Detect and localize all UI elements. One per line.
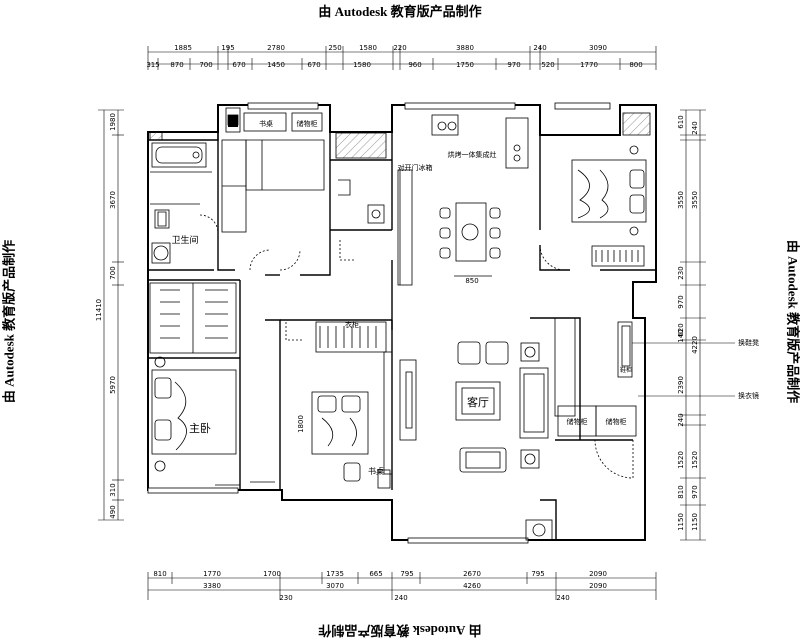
study	[222, 108, 324, 270]
dim-left-1: 1980	[109, 113, 117, 131]
dim-bot-1-7: 2670	[463, 570, 481, 578]
second-bedroom	[286, 322, 392, 488]
living-room	[400, 318, 632, 540]
dim-left-outer: 11410	[95, 299, 103, 321]
table-width-label: 850	[465, 277, 478, 285]
dim-bot-1-6: 795	[400, 570, 413, 578]
dim-top-2-3: 700	[199, 61, 212, 69]
dim-right-14: 1150	[677, 513, 685, 531]
dim-top-2-4: 670	[232, 61, 245, 69]
dim-top-2-2: 870	[170, 61, 183, 69]
dim-top-2-6: 670	[307, 61, 320, 69]
small-bathroom	[338, 170, 412, 285]
dim-right-8: 4220	[691, 336, 699, 354]
dim-right-2: 240	[691, 121, 699, 134]
dim-top-1-1: 1885	[174, 44, 192, 52]
dim-bot-3-2: 240	[394, 594, 407, 602]
dimension-bottom-labels: 810 1770 1700 1735 665 795 2670 795 2090…	[153, 570, 607, 602]
shoe-bench-annotation: 换鞋凳	[738, 338, 759, 347]
dim-top-1-2: 195	[221, 44, 234, 52]
wardrobe-left	[150, 283, 236, 353]
dim-bot-2-2: 3070	[326, 582, 344, 590]
storage-right-label: 储物柜	[606, 417, 627, 426]
dim-left-5: 310	[109, 483, 117, 496]
living-room-label: 客厅	[467, 395, 489, 409]
dim-top-2-10: 970	[507, 61, 520, 69]
dim-left-3: 700	[109, 266, 117, 279]
bedroom-top-right	[540, 146, 646, 270]
storage-left-label: 储物柜	[567, 417, 588, 426]
dim-top-2-1: 315	[146, 61, 159, 69]
bathroom-label: 卫生间	[171, 234, 198, 246]
dim-right-13: 810	[677, 485, 685, 498]
dim-top-2-13: 800	[629, 61, 642, 69]
dimension-left-labels: 11410 1980 3670 700 5970 310 490	[95, 113, 117, 519]
dim-bot-1-3: 1700	[263, 570, 281, 578]
dim-right-16: 970	[691, 485, 699, 498]
black-block	[228, 115, 238, 127]
dimension-top-labels: 1885 195 2780 250 1580 220 3880 240 3090…	[146, 44, 642, 69]
desk-label: 书桌	[368, 466, 384, 476]
dim-top-1-7: 3880	[456, 44, 474, 52]
dim-right-1: 610	[677, 115, 685, 128]
dim-bot-1-4: 1735	[326, 570, 344, 578]
dim-right-12: 1520	[677, 451, 685, 469]
wardrobe-label: 衣柜	[345, 320, 359, 329]
dim-right-17: 1150	[691, 513, 699, 531]
dim-top-1-9: 3090	[589, 44, 607, 52]
dim-top-2-7: 1580	[353, 61, 371, 69]
dim-right-10: 2390	[677, 376, 685, 394]
dim-top-2-8: 960	[408, 61, 421, 69]
dim-top-2-12: 1770	[580, 61, 598, 69]
dim-bot-3-1: 230	[279, 594, 292, 602]
dim-bot-1-9: 2090	[589, 570, 607, 578]
bed-size-label: 1800	[297, 415, 305, 433]
dim-top-2-9: 1750	[456, 61, 474, 69]
dim-top-1-8: 240	[533, 44, 546, 52]
dim-right-3: 3550	[677, 191, 685, 209]
master-bedroom-label: 主卧	[189, 422, 211, 435]
dim-right-6: 970	[677, 295, 685, 308]
dim-top-2-11: 520	[541, 61, 554, 69]
dim-top-1-6: 220	[393, 44, 406, 52]
dim-right-5: 230	[677, 266, 685, 279]
storage-top-label: 储物柜	[297, 119, 318, 128]
dim-top-2-5: 1450	[267, 61, 285, 69]
fridge-label: 对开门冰箱	[398, 163, 433, 172]
dim-bot-2-4: 2090	[589, 582, 607, 590]
dim-right-9: 140	[677, 329, 685, 342]
shoe-cabinet-label: 鞋柜	[620, 366, 632, 374]
dim-left-6: 490	[109, 505, 117, 518]
dim-top-1-5: 1580	[359, 44, 377, 52]
dim-right-15: 1520	[691, 451, 699, 469]
kitchen-cabinet-label: 烘烤一体集成灶	[448, 150, 497, 159]
dim-top-1-3: 2780	[267, 44, 285, 52]
dim-bot-1-8: 795	[531, 570, 544, 578]
dim-right-4: 3550	[691, 191, 699, 209]
dim-bot-2-3: 4260	[463, 582, 481, 590]
dim-bot-2-1: 3380	[203, 582, 221, 590]
master-bedroom	[152, 357, 275, 485]
dim-top-1-4: 250	[328, 44, 341, 52]
dimension-right-labels: 610 240 3550 3550 230 970 620 4220 140 2…	[677, 115, 699, 531]
dim-bot-3-3: 240	[556, 594, 569, 602]
dim-left-4: 5970	[109, 376, 117, 394]
study-desk-label: 书桌	[259, 119, 273, 128]
dim-bot-1-2: 1770	[203, 570, 221, 578]
kitchen	[400, 115, 528, 285]
dim-bot-1-5: 665	[369, 570, 382, 578]
mirror-annotation: 换衣镜	[738, 391, 759, 400]
dim-left-2: 3670	[109, 191, 117, 209]
dim-right-11: 240	[677, 413, 685, 426]
entrance-door	[595, 440, 633, 478]
dim-bot-1-1: 810	[153, 570, 166, 578]
